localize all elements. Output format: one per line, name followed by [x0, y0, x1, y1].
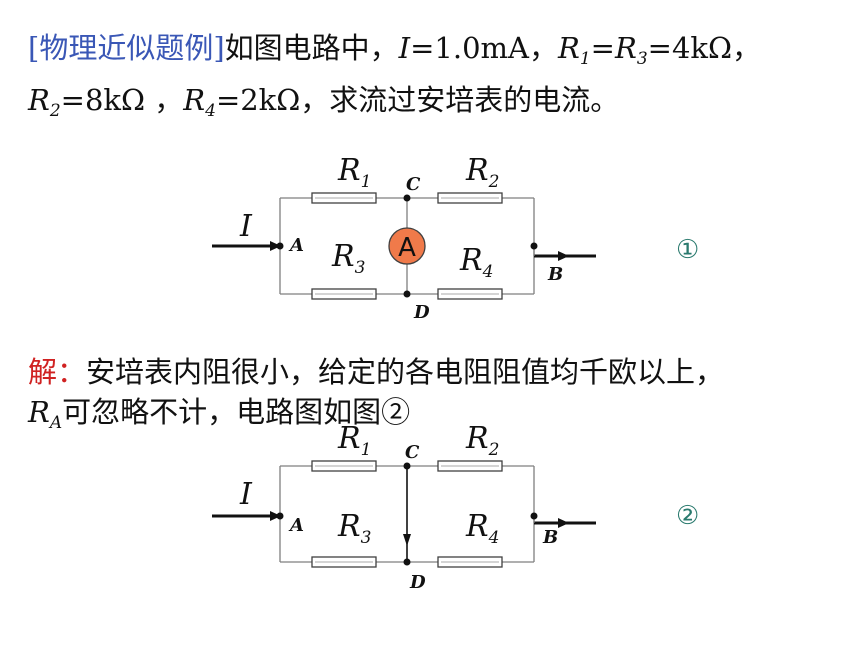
- label-r3-2: R3: [337, 509, 371, 548]
- junction-d: [403, 290, 411, 298]
- label-r1: R1: [337, 153, 371, 192]
- problem-line-2: R2=8kΩ ，R4=2kΩ，求流过安培表的电流。: [28, 80, 619, 131]
- solution-text-2: 可忽略不计，电路图如图②: [62, 395, 411, 429]
- r1-r3-value: =4kΩ，: [647, 31, 762, 65]
- problem-intro: 如图电路中，: [224, 31, 399, 65]
- ra-variable: RA: [28, 395, 63, 433]
- resistor-r1: [311, 192, 377, 204]
- r2-variable: R2: [28, 83, 61, 121]
- solution-label: 解：: [28, 355, 87, 389]
- r1-variable: R1: [558, 31, 591, 69]
- current-label-2: I: [239, 477, 253, 512]
- r3-equals: =: [590, 31, 615, 65]
- short-arrow-icon: [403, 534, 411, 546]
- node-d-label-2: D: [409, 572, 426, 593]
- junction-a-2: [276, 512, 284, 520]
- resistor-r3-2: [311, 556, 377, 568]
- junction-c-2: [403, 462, 411, 470]
- label-r2-2: R2: [465, 421, 499, 460]
- input-arrow-icon: [270, 241, 281, 251]
- junction-b: [530, 242, 538, 250]
- ammeter-icon: A: [388, 227, 426, 265]
- output-arrow-icon-2: [558, 518, 569, 528]
- node-b-label: B: [547, 264, 563, 285]
- label-r1-2: R1: [337, 421, 371, 460]
- node-d-label: D: [413, 302, 430, 323]
- node-a-label-2: A: [288, 515, 304, 536]
- label-r2: R2: [465, 153, 499, 192]
- resistor-r4-2: [437, 556, 503, 568]
- node-a-label: A: [288, 235, 304, 256]
- figure-mark-2: ②: [676, 501, 699, 531]
- solution-text-1: 安培表内阻很小，给定的各电阻阻值均千欧以上，: [86, 355, 725, 389]
- solution-line-1: 解：安培表内阻很小，给定的各电阻阻值均千欧以上，: [28, 352, 724, 392]
- junction-b-2: [530, 512, 538, 520]
- resistor-r1-2: [311, 460, 377, 472]
- circuit-1: A I R1 R2 R3 R4 A C D B ①: [212, 153, 699, 323]
- r4-variable: R4: [183, 83, 216, 121]
- label-r4-2: R4: [465, 509, 499, 548]
- node-c-label-2: C: [405, 442, 420, 463]
- current-value: =1.0mA，: [410, 31, 558, 65]
- current-label: I: [239, 209, 253, 244]
- resistor-r4: [437, 288, 503, 300]
- resistor-r2: [437, 192, 503, 204]
- r3-variable: R3: [614, 31, 648, 69]
- figure-mark-1: ①: [676, 235, 699, 265]
- resistor-r3: [311, 288, 377, 300]
- r4-value-question: =2kΩ，求流过安培表的电流。: [215, 83, 620, 117]
- resistor-r2-2: [437, 460, 503, 472]
- problem-tag: [物理近似题例]: [28, 31, 225, 65]
- output-arrow-icon: [558, 251, 569, 261]
- input-arrow-icon-2: [270, 511, 281, 521]
- solution-line-2: RA可忽略不计，电路图如图②: [28, 392, 410, 443]
- circuit-2: I R1 R2 R3 R4 A C D B ②: [212, 421, 699, 593]
- junction-a: [276, 242, 284, 250]
- junction-c: [403, 194, 411, 202]
- current-variable: I: [398, 31, 411, 65]
- junction-d-2: [403, 558, 411, 566]
- r2-value: =8kΩ ，: [60, 83, 184, 117]
- node-b-label-2: B: [542, 527, 558, 548]
- node-c-label: C: [406, 174, 421, 195]
- problem-line-1: [物理近似题例]如图电路中，I=1.0mA，R1=R3=4kΩ，: [28, 28, 761, 79]
- label-r3: R3: [331, 239, 365, 278]
- ammeter-label: A: [398, 233, 416, 263]
- label-r4: R4: [459, 243, 493, 282]
